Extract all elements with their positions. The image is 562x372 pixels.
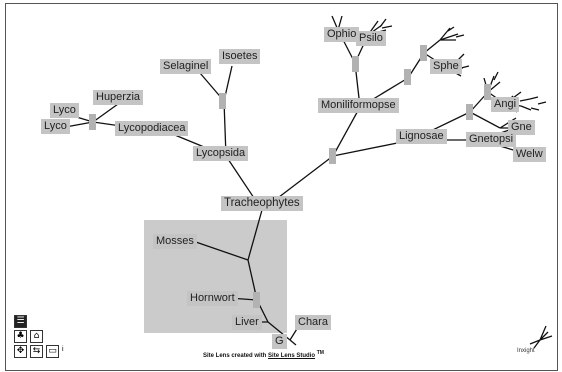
node-label-chara[interactable]: Chara xyxy=(295,315,331,330)
navigate-button[interactable]: ✥ xyxy=(14,345,27,358)
node-marker[interactable] xyxy=(329,148,336,164)
node-marker[interactable] xyxy=(352,56,359,72)
overview-button[interactable]: ☰ xyxy=(14,315,27,328)
credit-text: Site Lens created with xyxy=(203,353,267,359)
node-label-hornwort[interactable]: Hornwort xyxy=(187,291,238,306)
node-label-gne[interactable]: Gne xyxy=(508,120,535,135)
credit-line: Site Lens created with Site Lens Studio … xyxy=(203,350,324,359)
node-label-psilo[interactable]: Psilo xyxy=(356,31,386,46)
layout-button[interactable]: ⇆ xyxy=(30,345,43,358)
node-label-tracheophytes[interactable]: Tracheophytes xyxy=(221,196,303,211)
tree-branches xyxy=(59,15,553,349)
node-label-lignosae[interactable]: Lignosae xyxy=(396,129,447,144)
node-marker[interactable] xyxy=(253,292,260,308)
node-marker[interactable] xyxy=(89,114,96,130)
node-label-lycopsida[interactable]: Lycopsida xyxy=(193,146,249,161)
node-label-welw[interactable]: Welw xyxy=(513,147,546,162)
node-label-liver[interactable]: Liver xyxy=(232,315,262,330)
credit-tm: TM xyxy=(316,350,324,356)
node-label-mosses[interactable]: Mosses xyxy=(153,234,197,249)
node-label-lycopodiacea[interactable]: Lycopodiacea xyxy=(115,121,189,136)
node-marker[interactable] xyxy=(219,93,226,109)
node-marker[interactable] xyxy=(420,45,427,61)
window-button[interactable]: ▭ xyxy=(46,345,59,358)
node-label-ophio[interactable]: Ophio xyxy=(324,27,360,42)
node-label-sphe[interactable]: Sphe xyxy=(430,59,462,74)
node-label-selaginel[interactable]: Selaginel xyxy=(160,59,212,74)
node-label-gnetopsi[interactable]: Gnetopsi xyxy=(466,132,517,147)
node-label-isoetes[interactable]: Isoetes xyxy=(219,49,261,64)
node-marker[interactable] xyxy=(466,104,473,120)
node-label-lyco-2[interactable]: Lyco xyxy=(41,119,70,134)
node-label-angi[interactable]: Angi xyxy=(491,97,520,112)
credit-link[interactable]: Site Lens Studio xyxy=(268,353,316,359)
node-label-lyco-1[interactable]: Lyco xyxy=(50,103,79,118)
node-label-moniliformopse[interactable]: Moniliformopse xyxy=(318,98,399,113)
brand-logo[interactable]: Inxight xyxy=(517,348,535,354)
zoom-button[interactable]: ⌂ xyxy=(30,330,43,343)
page-indicator: i xyxy=(62,346,64,353)
node-label-g[interactable]: G xyxy=(272,334,287,349)
node-label-huperzia[interactable]: Huperzia xyxy=(93,90,144,105)
node-marker[interactable] xyxy=(404,69,411,85)
tree-view-button[interactable]: ♣ xyxy=(14,330,27,343)
node-marker[interactable] xyxy=(484,84,491,100)
